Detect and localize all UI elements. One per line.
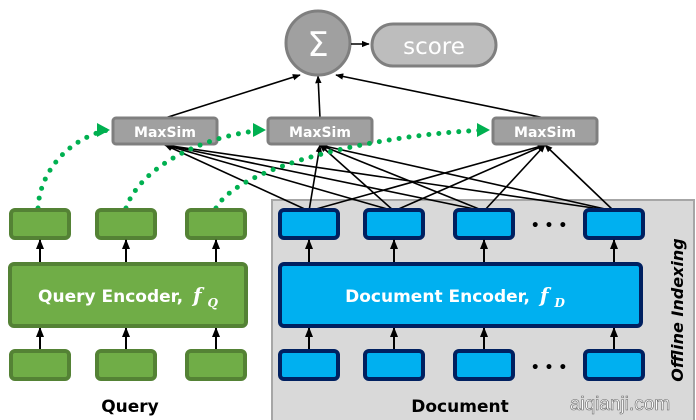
score-pill [370,22,498,68]
document-encoder-label: Document Encoder, f D [345,283,565,310]
score-label: score [403,34,465,60]
query-embedding-token [9,208,71,240]
document-input-token [363,349,425,381]
maxsim-node: MaxSim [491,116,599,146]
doc-to-maxsim-line [164,143,485,212]
maxsim-node: MaxSim [111,116,219,146]
maxsim-label: MaxSim [134,125,196,141]
score-node: score [370,22,498,68]
maxsim-label: MaxSim [289,125,351,141]
document-output-tokens [278,208,645,240]
doc-to-maxsim-line [319,143,615,212]
document-input-token [583,349,645,381]
maxsim-to-sum-line [335,73,546,119]
document-ellipsis-bottom: • • • [531,360,568,376]
maxsim-box [266,116,374,146]
maxsim-to-sum-line [315,75,322,119]
dotted-arrowhead-icon [253,123,266,137]
maxsim-to-sum-lines [164,73,546,119]
query-output-tokens [9,208,247,240]
doc-to-maxsim-line [164,142,615,212]
query-input-tokens [9,349,247,381]
document-embedding-token [583,208,645,240]
doc-to-maxsim-line [164,144,310,212]
document-input-token [278,349,340,381]
query-encoder-func: f [191,283,205,307]
document-input-tokens [278,349,645,381]
document-embedding-token [278,208,340,240]
maxsim-row: MaxSim MaxSim MaxSim [111,116,599,146]
query-encoder-sub: Q [207,296,218,310]
query-section-label: Query [101,397,159,417]
doc-to-maxsim-line [319,144,485,212]
summation-circle [284,9,352,77]
document-encoder-func: f [538,283,552,307]
doc-to-maxsim-line [483,144,546,212]
query-embedding-token [185,208,247,240]
document-encoder-text: Document Encoder, [345,287,530,307]
query-encoder-text: Query Encoder, [38,287,183,307]
query-input-token [9,349,71,381]
query-to-maxsim-dotted-arrow [35,127,111,211]
summation-node: Σ [284,9,352,77]
document-encoder-box [278,262,643,328]
document-ellipsis-top: • • • [531,218,568,234]
query-embedding-token [95,208,157,240]
query-input-token [185,349,247,381]
dotted-arrowhead-icon [97,123,110,137]
doc-to-maxsim-line [308,143,546,212]
offline-indexing-label: Offline Indexing [668,238,687,381]
connection-lines [164,142,615,212]
document-embedding-token [363,208,425,240]
query-arrows [36,239,220,349]
maxsim-label: MaxSim [514,125,576,141]
doc-to-maxsim-line [544,144,615,212]
query-to-maxsim-dotted-arrow [213,127,491,211]
doc-to-maxsim-line [308,144,322,212]
doc-to-maxsim-line [164,143,395,212]
query-encoder-label: Query Encoder, f Q [38,283,218,310]
summation-icon: Σ [307,25,328,65]
maxsim-to-sum-line [164,74,301,119]
maxsim-node: MaxSim [266,116,374,146]
dotted-arrowhead-icon [477,123,490,137]
maxsim-box [491,116,599,146]
doc-to-maxsim-line [319,144,395,212]
watermark: aiqianji.com [570,394,670,415]
document-arrows [305,239,618,349]
query-to-maxsim-dotted-arrows [35,123,491,211]
query-encoder-box [8,262,248,328]
document-encoder-sub: D [553,296,565,310]
query-input-token [95,349,157,381]
document-section-label: Document [411,397,508,417]
maxsim-box [111,116,219,146]
document-embedding-token [453,208,515,240]
document-input-token [453,349,515,381]
